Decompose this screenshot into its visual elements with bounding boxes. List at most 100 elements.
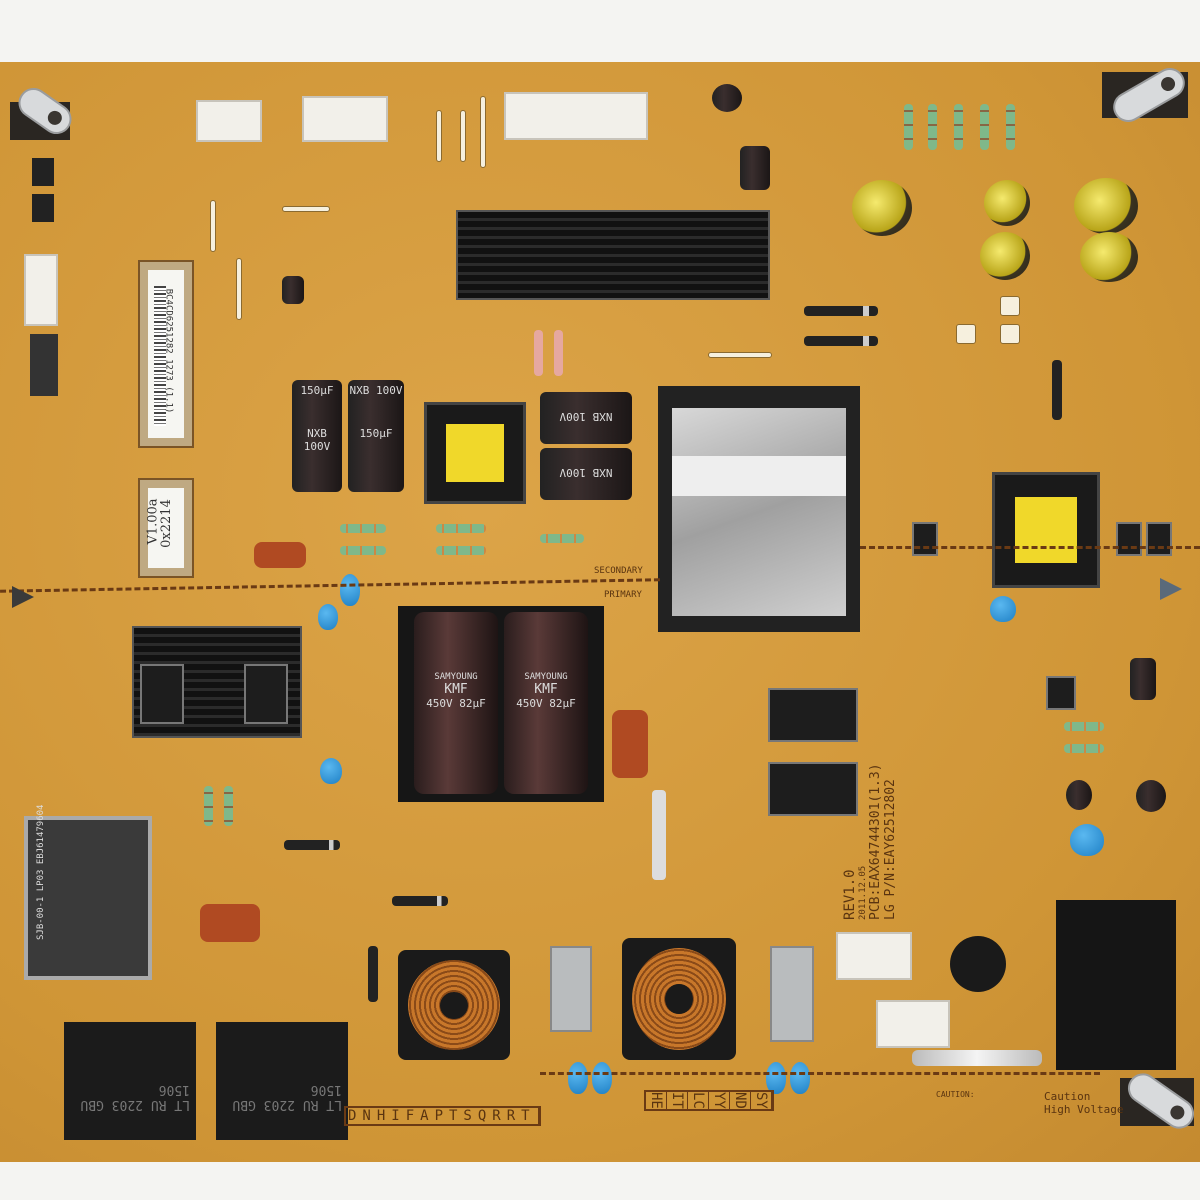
electrolytic-capacitor [984, 180, 1030, 226]
jumper [708, 352, 772, 358]
date-text: 2011.12.05 [858, 865, 868, 920]
caution-title: Caution [1044, 1090, 1091, 1103]
terminal [32, 158, 54, 186]
resistor [1064, 744, 1104, 753]
diode [392, 896, 448, 906]
bridge-rectifier: LT RU 2203 GBU 1506 [216, 1022, 348, 1140]
electrolytic-capacitor [852, 180, 912, 236]
resistor [534, 330, 543, 376]
thermistor [950, 936, 1006, 992]
resistor [224, 786, 233, 826]
board-info: REV1.0 2011.12.05 PCB:EAX64744301(1.3) L… [842, 730, 962, 920]
optocoupler [1146, 522, 1172, 556]
secondary-label: SECONDARY [594, 566, 643, 576]
jumper [480, 96, 486, 168]
code-col: SY [751, 1092, 772, 1109]
diode [804, 306, 878, 316]
small-capacitor [712, 84, 742, 112]
heatsink [456, 210, 770, 300]
letter-code: DNHIFAPTSQRRT [346, 1108, 539, 1124]
connector [30, 334, 58, 396]
small-capacitor [740, 146, 770, 190]
terminal [956, 324, 976, 344]
terminal [1000, 296, 1020, 316]
terminal [1000, 324, 1020, 344]
jumper [436, 110, 442, 162]
caution-subtitle: High Voltage [1044, 1103, 1124, 1116]
resistor [204, 786, 213, 826]
code-col: LC [688, 1092, 709, 1109]
resistor [340, 524, 386, 533]
connector [302, 96, 388, 142]
arrow-icon [1160, 578, 1182, 600]
transistor [244, 664, 288, 724]
resistor [954, 104, 963, 150]
transistor [140, 664, 184, 724]
resistor [436, 524, 486, 533]
ac-inlet [1056, 900, 1176, 1070]
y-capacitor [1070, 824, 1104, 856]
main-transformer [658, 386, 860, 632]
x-capacitor [770, 946, 814, 1042]
letter-code-row: DNHIFAPTSQRRT [344, 1106, 541, 1126]
pcb-number: PCB:EAX64744301(1.3) [868, 763, 883, 920]
code-col: IT [667, 1092, 688, 1109]
resistor [340, 546, 386, 555]
diode [804, 336, 878, 346]
ic [1046, 676, 1076, 710]
y-capacitor [568, 1062, 588, 1094]
jumper [210, 200, 216, 252]
electrolytic-capacitor [980, 232, 1030, 280]
transformer [992, 472, 1100, 588]
small-capacitor [282, 276, 304, 304]
isolation-line [540, 1072, 1100, 1075]
transformer [424, 402, 526, 504]
small-capacitor [1136, 780, 1166, 812]
connector [196, 100, 262, 142]
rev-text: REV1.0 [842, 869, 858, 920]
connector [504, 92, 648, 140]
resistor [904, 104, 913, 150]
isolation-line [860, 546, 1200, 549]
fusible-resistor [652, 790, 666, 880]
code-col: YY [709, 1092, 730, 1109]
resistor [980, 104, 989, 150]
terminal [32, 194, 54, 222]
connector [836, 932, 912, 980]
mosfet [768, 762, 858, 816]
connector [24, 254, 58, 326]
y-capacitor [766, 1062, 786, 1094]
electrolytic-capacitor [1074, 178, 1138, 234]
optocoupler [1116, 522, 1142, 556]
transformer-label: SJB-00-1 LP03 EBJ61479604 [36, 804, 46, 940]
letter-code-columns: HE IT LC YY ND SY [644, 1090, 774, 1111]
y-capacitor [790, 1062, 810, 1094]
capacitor-100v: NXB 100V [540, 392, 632, 444]
diode [368, 946, 378, 1002]
serial-number: BC4CD6251282 1273 (1.1) [163, 288, 174, 414]
resistor [540, 534, 584, 543]
optocoupler [912, 522, 938, 556]
x-capacitor [550, 946, 592, 1032]
code-col: ND [730, 1092, 751, 1109]
y-capacitor [318, 604, 338, 630]
resistor [554, 330, 563, 376]
fuse [912, 1050, 1042, 1066]
electrolytic-capacitor [1080, 232, 1138, 282]
arrow-icon [12, 586, 34, 608]
capacitor-100v: NXB 100V [540, 448, 632, 500]
diode [1052, 360, 1062, 420]
mosfet [768, 688, 858, 742]
film-capacitor [612, 710, 648, 778]
diode [284, 840, 340, 850]
jumper [460, 110, 466, 162]
y-capacitor [990, 596, 1016, 622]
film-capacitor [254, 542, 306, 568]
checksum-text: 0x2214 [158, 499, 174, 548]
y-capacitor [340, 574, 360, 606]
